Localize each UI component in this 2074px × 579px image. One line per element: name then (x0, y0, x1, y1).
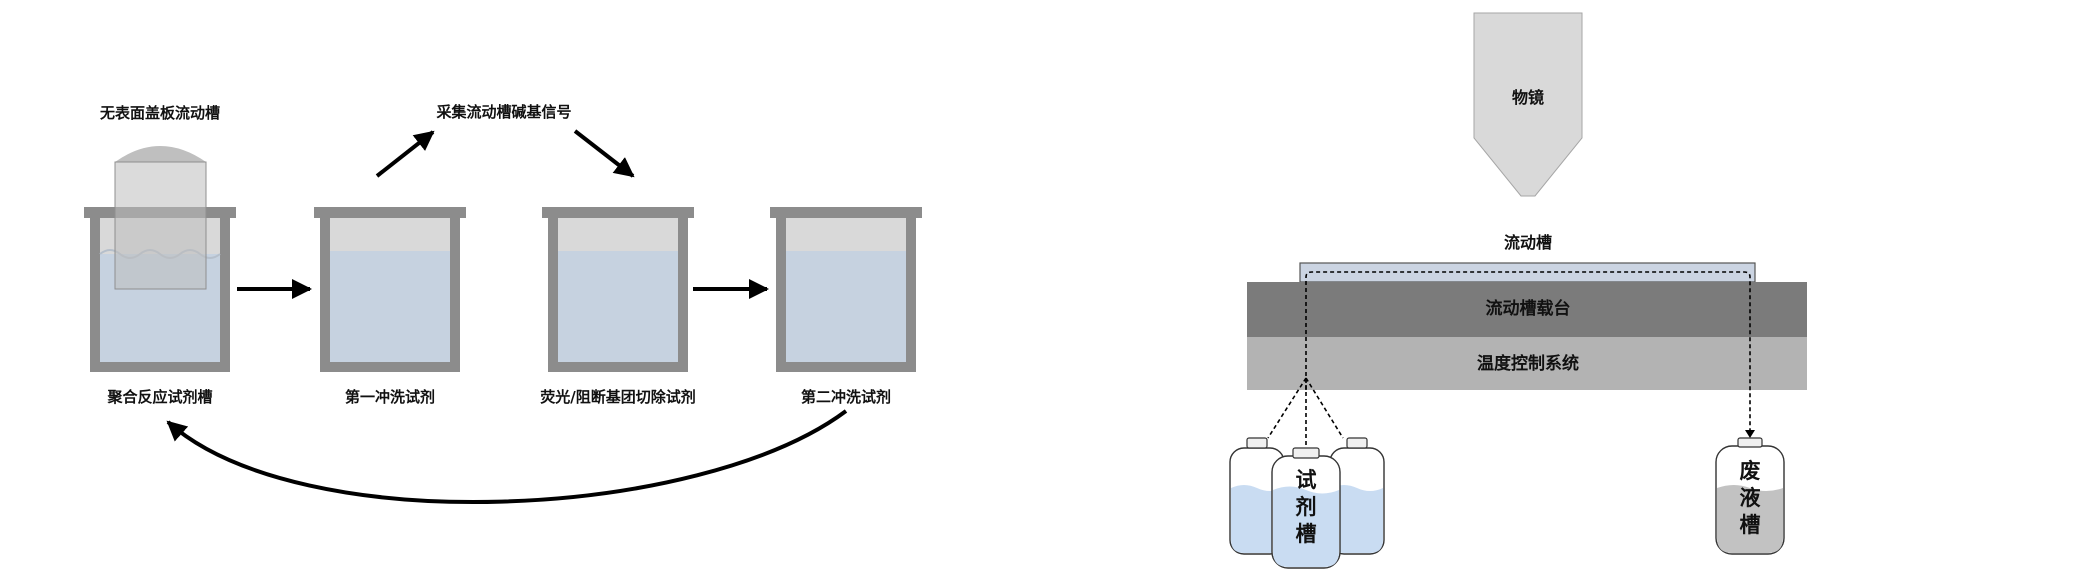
reagent-bottle-back-left (1229, 437, 1285, 555)
label-reagent-char-2: 剂 (1296, 495, 1317, 519)
temperature-control-system (1247, 337, 1807, 390)
label-collect-signal: 采集流动槽碱基信号 (435, 103, 571, 121)
label-temp-control: 温度控制系统 (1477, 353, 1579, 374)
label-waste-char-1: 废 (1740, 459, 1761, 483)
arrow-up-to-signal (375, 130, 435, 178)
label-waste-char-3: 槽 (1740, 513, 1761, 537)
label-objective: 物镜 (1512, 88, 1544, 107)
reagent-bottle-back-right (1329, 437, 1385, 555)
label-flowcell-no-cover: 无表面盖板流动槽 (99, 104, 220, 122)
tank-first-wash (314, 207, 466, 372)
label-tank-first-wash: 第一冲洗试剂 (345, 388, 435, 406)
label-reagent-char-1: 试 (1296, 468, 1317, 492)
label-flowcell: 流动槽 (1504, 233, 1552, 252)
reagent-bottle-front (1271, 447, 1341, 569)
label-stage: 流动槽载台 (1486, 298, 1571, 319)
tank-second-wash (770, 207, 922, 372)
fluid-path (1267, 271, 1751, 448)
label-tank-cleavage: 荧光/阻断基团切除试剂 (540, 388, 695, 406)
flowcell-stage (1247, 282, 1807, 337)
objective-lens (1473, 12, 1583, 197)
label-tank-polymerization: 聚合反应试剂槽 (106, 388, 212, 406)
label-waste-char-2: 液 (1740, 486, 1761, 510)
arrow-loop-back (166, 409, 848, 505)
fluid-arrowhead (1745, 430, 1755, 438)
arrow-down-from-signal (573, 129, 635, 178)
label-reagent-char-3: 槽 (1296, 522, 1317, 546)
flowcell-no-cover (114, 146, 207, 290)
waste-bottle (1715, 437, 1785, 555)
tank-cleavage (542, 207, 694, 372)
label-tank-second-wash: 第二冲洗试剂 (801, 388, 891, 406)
